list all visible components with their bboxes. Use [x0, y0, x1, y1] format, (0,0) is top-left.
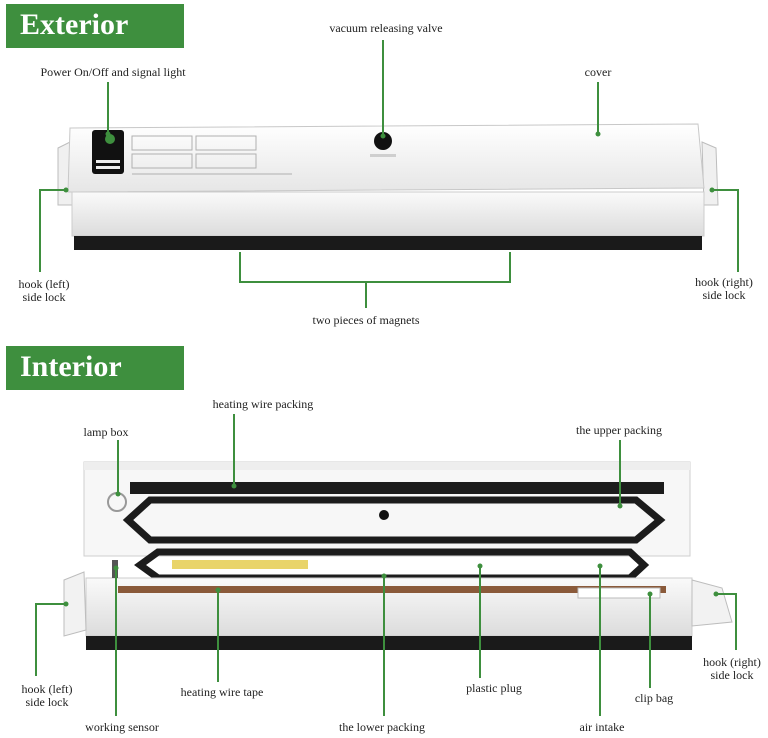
label-upper-packing: the upper packing [576, 423, 662, 437]
label-vacuum-releasing-valve: vacuum releasing valve [329, 21, 443, 35]
heating-wire-packing-strip [130, 482, 664, 494]
interior-hook-left [63, 571, 87, 637]
leader-dots [63, 131, 719, 607]
exterior-base [71, 191, 705, 237]
upper-packing-gasket [122, 496, 666, 544]
label-lower-packing: the lower packing [339, 720, 425, 734]
interior-device [63, 461, 733, 650]
label-working-sensor: working sensor [85, 720, 159, 734]
label-two-magnets: two pieces of magnets [312, 313, 420, 327]
leader-lines [35, 40, 739, 716]
exterior-base-bottom [74, 236, 702, 250]
label-plastic-plug: plastic plug [466, 681, 522, 695]
interior-hook-right [691, 579, 733, 627]
interior-base-bottom [86, 636, 692, 650]
label-power-signal-light: Power On/Off and signal light [40, 65, 186, 79]
exterior-cover [67, 123, 705, 193]
instruction-print [131, 135, 292, 175]
label-heating-wire-packing: heating wire packing [212, 397, 314, 411]
label-hook-left-interior: hook (left) side lock [21, 682, 73, 709]
label-lamp-box: lamp box [83, 425, 129, 439]
clip-bag-piece [577, 587, 661, 599]
exterior-section-title: Exterior [6, 4, 184, 48]
label-hook-left-exterior: hook (left) side lock [18, 277, 70, 304]
exterior-device [57, 123, 719, 250]
heating-wire-tape [118, 586, 666, 593]
label-air-intake: air intake [579, 720, 625, 734]
label-heating-wire-tape: heating wire tape [180, 685, 264, 699]
vacuum-valve-icon [374, 132, 392, 150]
power-button-icon [105, 134, 115, 144]
label-cover: cover [584, 65, 612, 79]
interior-section-title: Interior [6, 346, 184, 390]
label-hook-right-interior: hook (right) side lock [703, 655, 761, 682]
label-hook-right-exterior: hook (right) side lock [695, 275, 753, 302]
label-clip-bag: clip bag [634, 691, 674, 705]
